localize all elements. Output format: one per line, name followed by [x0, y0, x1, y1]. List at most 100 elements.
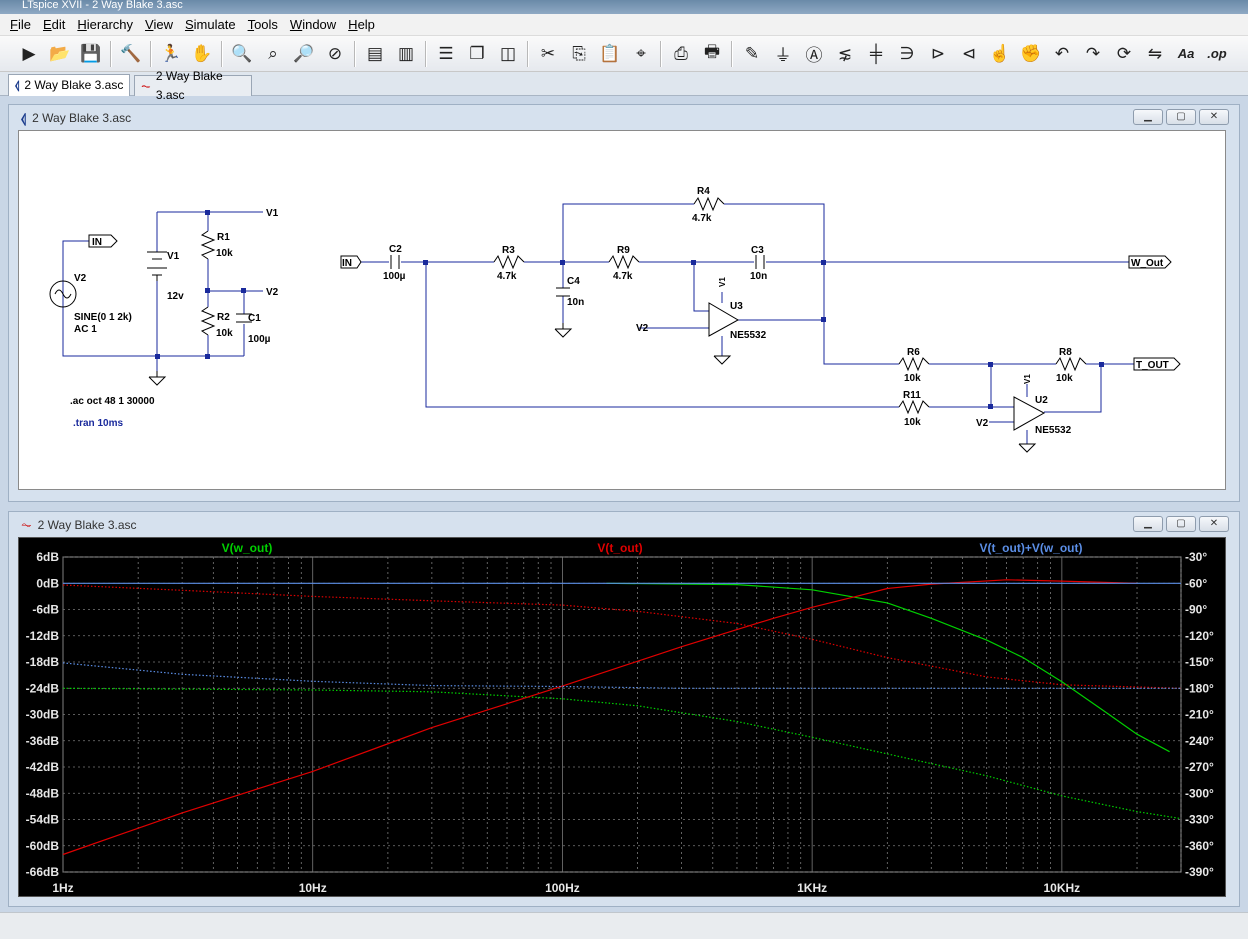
y2-tick-label: -90°	[1185, 603, 1207, 617]
cut-icon[interactable]: ✂	[540, 43, 556, 63]
label-v2-sine: SINE(0 1 2k)	[74, 312, 132, 323]
ground-icon[interactable]: ⏚	[774, 46, 792, 65]
label-c3: C3	[751, 245, 764, 256]
waveform-plot[interactable]: 6dB-30°0dB-60°-6dB-90°-12dB-120°-18dB-15…	[18, 537, 1226, 897]
y-tick-label: -18dB	[26, 655, 60, 669]
save-icon[interactable]: 💾	[80, 43, 102, 63]
menu-hierarchy[interactable]: Hierarchy	[71, 15, 139, 35]
inductor-icon[interactable]: ∋	[899, 43, 915, 63]
y-tick-label: -42dB	[26, 760, 60, 774]
label-w-out: W_Out	[1131, 258, 1164, 269]
label-r9-value: 4.7k	[613, 271, 633, 282]
zoom-out-icon[interactable]: 🔎	[293, 43, 315, 63]
label-r1: R1	[217, 232, 230, 243]
open-icon[interactable]: 📂	[49, 43, 71, 63]
tile-vertical-icon[interactable]: ◫	[499, 43, 517, 63]
maximize-button[interactable]: ▢	[1166, 109, 1196, 125]
window-title: LTspice XVII - 2 Way Blake 3.asc	[0, 0, 1248, 14]
run-man-icon[interactable]: 🏃	[160, 43, 182, 63]
wires	[62, 203, 1134, 444]
y2-tick-label: -360°	[1185, 839, 1214, 853]
cascade-icon[interactable]: ❐	[469, 43, 485, 63]
label-net-icon[interactable]: Ⓐ	[805, 46, 823, 65]
label-c2-value: 100µ	[383, 271, 406, 282]
menu-view[interactable]: View	[139, 15, 179, 35]
menu-accel: T	[247, 16, 255, 32]
toolbar-separator	[660, 40, 662, 67]
mirror-icon[interactable]: ⇋	[1147, 43, 1163, 63]
drag-icon[interactable]: ✊	[1020, 43, 1042, 63]
spice-directive-ac[interactable]: .ac oct 48 1 30000	[70, 396, 155, 407]
menu-help[interactable]: Help	[342, 15, 381, 35]
label-v1-value: 12v	[167, 291, 184, 302]
move-icon[interactable]: ☝	[989, 43, 1011, 63]
tab-schematic[interactable]: ⦉ 2 Way Blake 3.asc	[8, 74, 130, 96]
label-c4: C4	[567, 276, 580, 287]
zoom-cancel-icon[interactable]: ⊘	[327, 43, 343, 63]
capacitor-icon[interactable]: ╪	[869, 43, 883, 63]
print-icon[interactable]: ⎙	[674, 43, 688, 63]
toolbar-separator	[527, 40, 529, 67]
zoom-in-icon[interactable]: 🔍	[231, 43, 253, 63]
y-tick-label: -66dB	[26, 865, 60, 879]
label-v1-net: V1	[266, 208, 279, 219]
minimize-button[interactable]: ▁	[1133, 109, 1163, 125]
y-tick-label: 0dB	[36, 576, 59, 590]
draw-wire-icon[interactable]: ✎	[744, 43, 760, 63]
legend-entry: V(t_out)+V(w_out)	[980, 541, 1083, 555]
y2-tick-label: -270°	[1185, 760, 1214, 774]
pan-hand-icon[interactable]: ✋	[191, 43, 213, 63]
rotate-icon[interactable]: ⟳	[1116, 43, 1132, 63]
redo-icon[interactable]: ↷	[1085, 43, 1101, 63]
tab-label: 2 Way Blake 3.asc	[155, 69, 223, 102]
x-tick-label: 1KHz	[797, 881, 827, 895]
label-r2-value: 10k	[216, 328, 233, 339]
menu-simulate[interactable]: Simulate	[179, 15, 242, 35]
text-icon[interactable]: Aa	[1177, 46, 1195, 61]
maximize-button[interactable]: ▢	[1166, 516, 1196, 532]
y2-tick-label: -180°	[1185, 681, 1214, 695]
spice-directive-tran[interactable]: .tran 10ms	[73, 418, 123, 429]
spice-directive-icon[interactable]: .op	[1207, 46, 1227, 61]
autorange-icon[interactable]: ▤	[366, 43, 384, 63]
waveform-icon: ⏦	[21, 517, 32, 532]
tile-horizontal-icon[interactable]: ☰	[438, 43, 454, 63]
toolbar-separator	[354, 40, 356, 67]
y2-tick-label: -150°	[1185, 655, 1214, 669]
label-in-port-2: IN	[342, 258, 352, 269]
menu-accel: S	[184, 16, 194, 32]
menu-tools[interactable]: Tools	[242, 15, 284, 35]
menu-file[interactable]: File	[4, 15, 37, 35]
control-panel-icon[interactable]: 🔨	[120, 43, 142, 63]
y2-tick-label: -30°	[1185, 550, 1207, 564]
print-setup-icon[interactable]: 🖶	[703, 42, 721, 61]
series-phase-line	[62, 662, 1181, 689]
menu-window[interactable]: Window	[284, 15, 342, 35]
label-t-out: T_OUT	[1136, 360, 1169, 371]
label-c2: C2	[389, 244, 402, 255]
plot-settings-icon[interactable]: ▥	[397, 43, 415, 63]
resistor-icon[interactable]: ⋦	[837, 43, 853, 63]
schematic-window-title: 2 Way Blake 3.asc	[32, 111, 132, 125]
tab-waveform[interactable]: ⏦ 2 Way Blake 3.asc	[134, 69, 252, 102]
y-tick-label: -48dB	[26, 786, 60, 800]
zoom-full-icon[interactable]: ⌕	[268, 43, 278, 63]
tab-label: 2 Way Blake 3.asc	[24, 78, 124, 92]
diode-icon[interactable]: ⊳	[930, 43, 946, 63]
series-magnitude-line	[62, 579, 1138, 856]
plot-window-titlebar: ⏦ 2 Way Blake 3.asc	[9, 512, 1239, 538]
undo-icon[interactable]: ↶	[1054, 43, 1070, 63]
menu-edit[interactable]: Edit	[37, 15, 71, 35]
minimize-button[interactable]: ▁	[1133, 516, 1163, 532]
close-button[interactable]: ✕	[1199, 109, 1229, 125]
copy-icon[interactable]: ⎘	[572, 43, 586, 63]
find-icon[interactable]: ⌖	[636, 43, 646, 63]
schematic-canvas[interactable]: IN IN W_Out T_OUT V1 V2 V1 12v V2 SINE(0…	[18, 130, 1226, 490]
paste-icon[interactable]: 📋	[599, 43, 621, 63]
y-tick-label: -12dB	[26, 629, 60, 643]
y-tick-label: -60dB	[26, 839, 60, 853]
close-button[interactable]: ✕	[1199, 516, 1229, 532]
component-icon[interactable]: ⊲	[961, 43, 977, 63]
run-icon[interactable]: ▶	[22, 43, 36, 63]
